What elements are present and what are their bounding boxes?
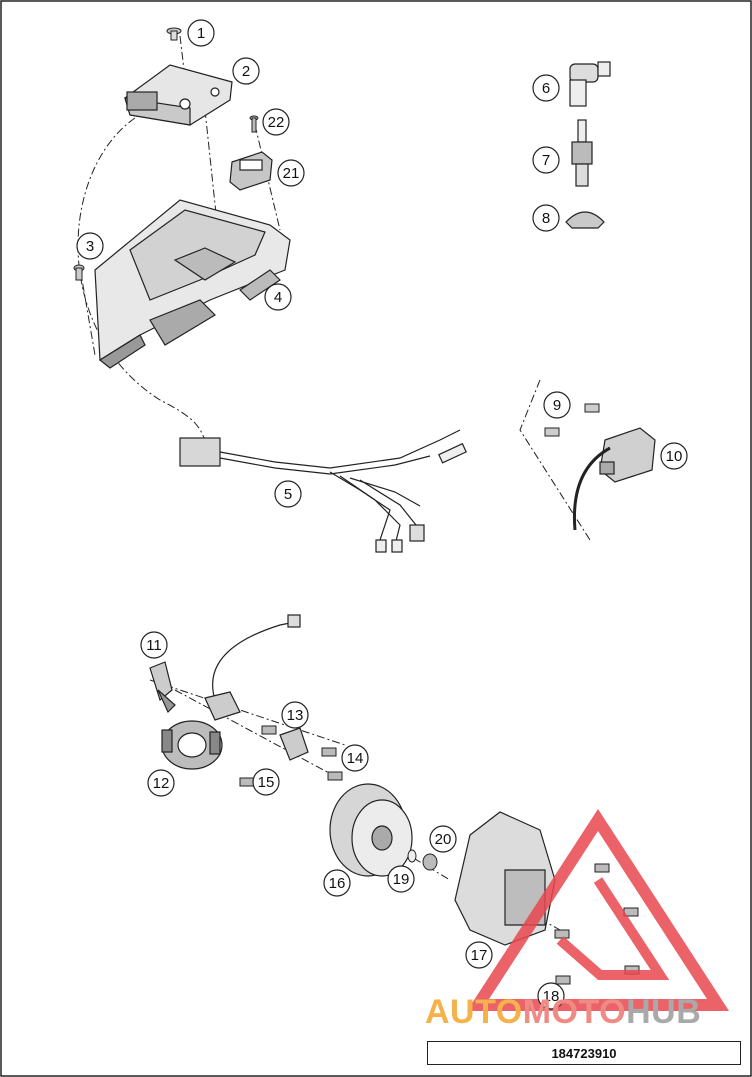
callout-15: 15	[252, 768, 280, 796]
callout-3: 3	[76, 232, 104, 260]
callout-12: 12	[147, 769, 175, 797]
part-13-bracket	[279, 727, 309, 761]
part-11-holder	[149, 661, 176, 714]
part-3-screw	[73, 264, 85, 281]
callout-11: 11	[140, 631, 168, 659]
part-4-holder	[94, 199, 291, 369]
callout-number: 15	[258, 774, 275, 791]
callout-number: 1	[197, 25, 205, 42]
watermark-text: AUTOMOTOHUB	[425, 993, 745, 1035]
callout-number: 8	[542, 210, 550, 227]
part-20-nut	[422, 853, 438, 871]
part-16-flywheel	[329, 783, 413, 877]
callout-20: 20	[429, 825, 457, 853]
callout-13: 13	[281, 701, 309, 729]
callout-number: 12	[153, 775, 170, 792]
part-17-ignition-cover	[454, 811, 556, 946]
callout-circle	[140, 631, 168, 659]
callout-number: 9	[553, 397, 561, 414]
callout-number: 16	[329, 875, 346, 892]
watermark-logo	[466, 808, 730, 1011]
callout-16: 16	[323, 869, 351, 897]
part-12-stator	[161, 720, 223, 770]
callout-circle	[537, 982, 565, 1010]
part-7-spark-plug	[571, 119, 593, 187]
watermark-text-moto: MOTO	[522, 993, 627, 1031]
part-14-screws	[321, 747, 343, 781]
callout-circle	[532, 204, 560, 232]
callout-8: 8	[532, 204, 560, 232]
callout-circle	[232, 57, 260, 85]
callout-18: 18	[537, 982, 565, 1010]
callout-circle	[532, 146, 560, 174]
callout-circle	[147, 769, 175, 797]
callout-number: 4	[274, 289, 282, 306]
callout-circle	[429, 825, 457, 853]
part-2-control-unit	[124, 64, 233, 126]
callout-circle	[532, 74, 560, 102]
part-1-screw	[166, 27, 182, 41]
callout-number: 10	[666, 448, 683, 465]
callout-circle	[187, 19, 215, 47]
callout-number: 19	[393, 871, 410, 888]
callout-14: 14	[341, 744, 369, 772]
pulse-generator-cable	[204, 614, 301, 721]
part-6-spark-plug-cap	[569, 61, 611, 107]
callout-19: 19	[387, 865, 415, 893]
callout-21: 21	[277, 159, 305, 187]
callout-17: 17	[465, 941, 493, 969]
callout-1: 1	[187, 19, 215, 47]
callout-number: 21	[283, 165, 300, 182]
callout-6: 6	[532, 74, 560, 102]
callout-number: 18	[543, 988, 560, 1005]
part-9-bolts	[544, 403, 600, 437]
part-10-ignition-coil	[572, 427, 656, 531]
document-number: 184723910	[427, 1041, 741, 1065]
callout-number: 22	[268, 114, 285, 131]
part-22-screw	[249, 115, 259, 133]
callout-7: 7	[532, 146, 560, 174]
assembly-lines	[77, 35, 591, 931]
callout-9: 9	[543, 391, 571, 419]
part-8-cap-seal	[565, 211, 605, 229]
callout-circle	[264, 283, 292, 311]
callout-number: 14	[347, 750, 364, 767]
callout-circle	[465, 941, 493, 969]
watermark-text-hub: HUB	[626, 993, 702, 1031]
callout-22: 22	[262, 108, 290, 136]
callout-number: 2	[242, 63, 250, 80]
part-5-wiring-harness	[179, 429, 467, 553]
callout-circle	[252, 768, 280, 796]
callout-4: 4	[264, 283, 292, 311]
callout-circle	[543, 391, 571, 419]
callout-circle	[660, 442, 688, 470]
callout-number: 11	[146, 637, 162, 654]
callout-2: 2	[232, 57, 260, 85]
callout-circle	[341, 744, 369, 772]
callout-circle	[76, 232, 104, 260]
callout-number: 20	[435, 831, 452, 848]
callout-5: 5	[274, 480, 302, 508]
callout-number: 3	[86, 238, 94, 255]
callout-circle	[323, 869, 351, 897]
callout-number: 7	[542, 152, 550, 169]
watermark-text-auto: AUTO	[425, 993, 523, 1031]
callout-circle	[277, 159, 305, 187]
callout-number: 5	[284, 486, 292, 503]
callout-circle	[274, 480, 302, 508]
callout-circle	[387, 865, 415, 893]
callout-number: 13	[287, 707, 304, 724]
callout-10: 10	[660, 442, 688, 470]
part-19-washer	[407, 849, 417, 863]
callout-circle	[281, 701, 309, 729]
callout-circle	[262, 108, 290, 136]
callout-number: 17	[471, 947, 488, 964]
part-21-rubber-bracket	[229, 151, 273, 191]
callout-number: 6	[542, 80, 550, 97]
